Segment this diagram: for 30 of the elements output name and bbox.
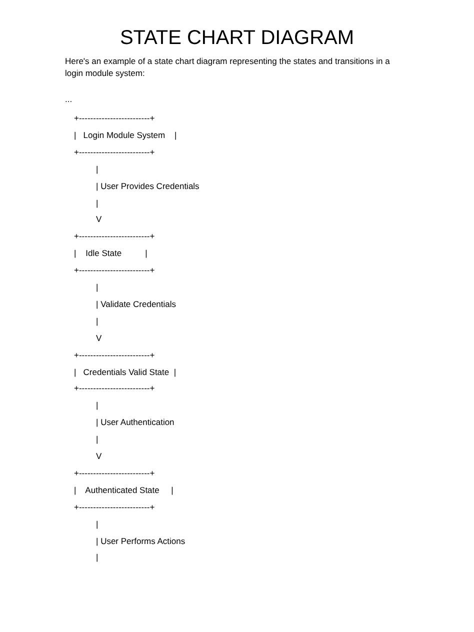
ascii-line: | — [96, 434, 98, 446]
ascii-line: +-------------------------+ — [74, 468, 155, 479]
ascii-line: | — [96, 164, 98, 175]
ascii-line: +-------------------------+ — [74, 113, 155, 124]
ascii-line: | Credentials Valid State | — [74, 366, 176, 378]
ascii-line: | User Authentication — [96, 417, 174, 428]
ascii-line: V — [96, 214, 102, 226]
ascii-line: V — [96, 332, 102, 344]
ascii-line: | Authenticated State | — [74, 484, 174, 496]
intro-paragraph: Here's an example of a state chart diagram representing the states and transitions in a login module system: — [65, 55, 391, 79]
page-title: STATE CHART DIAGRAM — [120, 26, 354, 50]
ascii-line: +-------------------------+ — [74, 383, 155, 394]
ascii-line: ... — [65, 94, 72, 105]
ascii-line: +-------------------------+ — [74, 350, 155, 361]
ascii-line: | — [96, 518, 98, 530]
ascii-line: | Idle State | — [74, 248, 148, 260]
ascii-line: | User Provides Credentials — [96, 180, 200, 192]
ascii-line: +-------------------------+ — [74, 146, 155, 158]
ascii-line: | Login Module System | — [74, 130, 177, 141]
ascii-line: | Validate Credentials — [96, 298, 176, 310]
ascii-line: | — [96, 400, 98, 412]
ascii-line: +-------------------------+ — [74, 265, 155, 276]
ascii-line: | — [96, 282, 98, 293]
ascii-line: | User Performs Actions — [96, 536, 186, 546]
ascii-line: V — [96, 451, 102, 462]
ascii-line: +-------------------------+ — [74, 502, 155, 513]
ascii-line: | — [96, 316, 98, 327]
ascii-line: | — [96, 552, 98, 564]
ascii-line: +-------------------------+ — [74, 231, 155, 242]
ascii-line: | — [96, 198, 98, 208]
